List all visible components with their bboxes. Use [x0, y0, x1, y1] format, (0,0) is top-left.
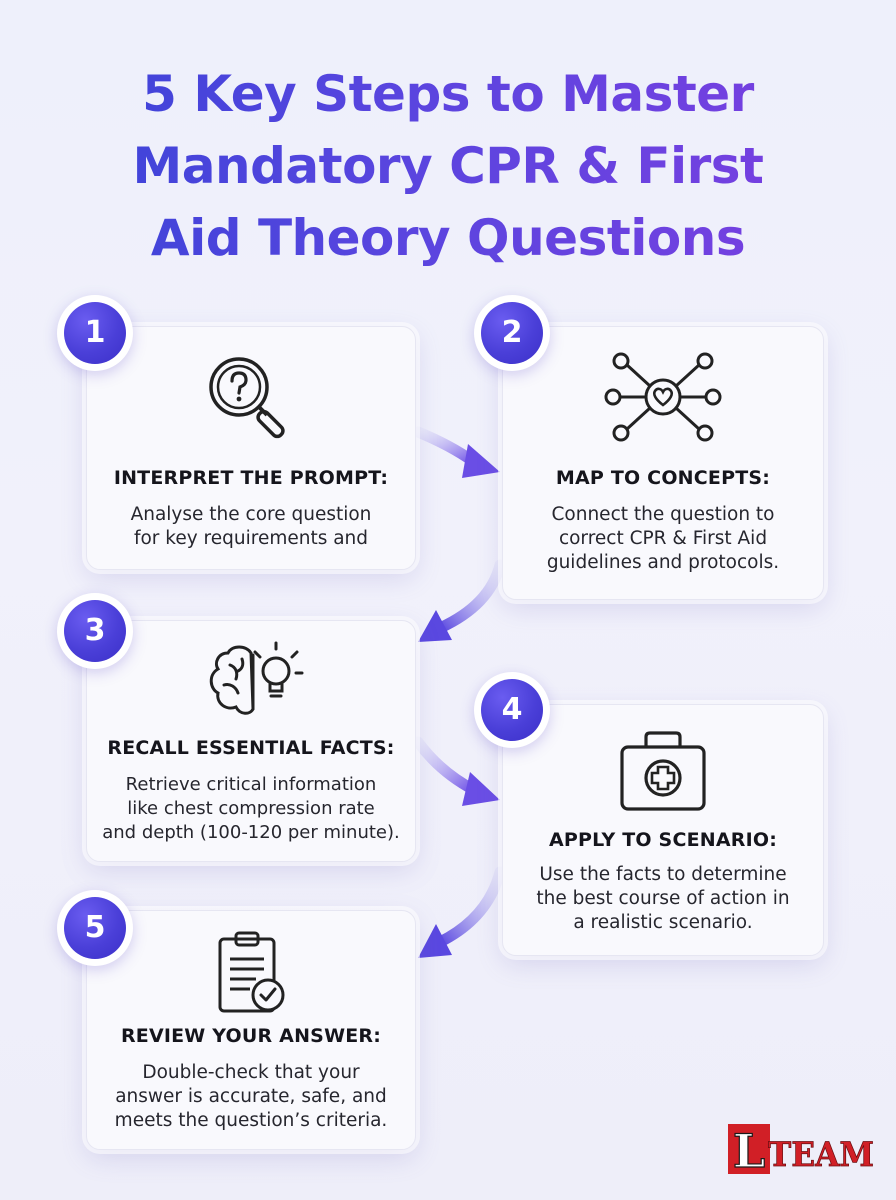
step-badge-3: 3 [57, 593, 133, 669]
step-number-5: 5 [64, 897, 126, 959]
step-4-line-2: the best course of action in [536, 888, 790, 909]
step-heading-3: RECALL ESSENTIAL FACTS: [107, 737, 395, 759]
step-4-line-1: Use the facts to determine [539, 864, 787, 885]
arrow-1-to-2 [412, 426, 500, 478]
step-text-3: Retrieve critical information like chest… [89, 773, 413, 845]
step-card-3: RECALL ESSENTIAL FACTS: Retrieve critica… [86, 620, 416, 862]
step-4-line-3: a realistic scenario. [573, 912, 753, 933]
step-badge-1: 1 [57, 295, 133, 371]
step-badge-2: 2 [474, 295, 550, 371]
step-text-2: Connect the question to correct CPR & Fi… [513, 503, 813, 575]
step-5-line-1: Double-check that your [142, 1062, 360, 1083]
step-card-2: MAP TO CONCEPTS: Connect the question to… [502, 326, 824, 600]
step-2-line-1: Connect the question to [551, 504, 775, 525]
step-text-5: Double-check that your answer is accurat… [97, 1061, 405, 1133]
step-heading-2: MAP TO CONCEPTS: [555, 467, 771, 489]
clipboard-check-icon [218, 931, 285, 1013]
step-number-3: 3 [64, 600, 126, 662]
step-text-1: Analyse the core question for key requir… [97, 503, 405, 551]
logo-rest: TEAM [768, 1135, 874, 1175]
step-heading-1: INTERPRET THE PROMPT: [113, 467, 389, 489]
step-card-5: REVIEW YOUR ANSWER: Double-check that yo… [86, 910, 416, 1150]
step-1-line-1: Analyse the core question [130, 504, 372, 525]
step-2-line-3: guidelines and protocols. [546, 552, 780, 573]
lteam-logo: L TEAM [728, 1124, 874, 1176]
step-number-2: 2 [481, 302, 543, 364]
step-2-line-2: correct CPR & First Aid [558, 528, 768, 549]
arrow-4-to-5 [418, 866, 506, 958]
arrow-2-to-3 [418, 559, 506, 642]
first-aid-kit-icon [620, 731, 706, 811]
step-heading-4: APPLY TO SCENARIO: [548, 829, 778, 851]
step-card-4: APPLY TO SCENARIO: Use the facts to dete… [502, 704, 824, 956]
question-magnifier-icon [209, 357, 285, 439]
logo-initial: L [733, 1124, 765, 1176]
step-text-4: Use the facts to determine the best cour… [513, 863, 813, 935]
step-3-line-2: like chest compression rate [127, 798, 375, 819]
step-number-1: 1 [64, 302, 126, 364]
step-3-line-1: Retrieve critical information [125, 774, 377, 795]
step-5-line-3: meets the question’s criteria. [114, 1110, 388, 1131]
step-1-line-2: for key requirements and [133, 528, 369, 549]
heart-network-icon [604, 352, 722, 442]
brain-lightbulb-icon [209, 641, 304, 715]
step-heading-5: REVIEW YOUR ANSWER: [120, 1025, 382, 1047]
step-5-line-2: answer is accurate, safe, and [115, 1086, 387, 1107]
step-badge-4: 4 [474, 672, 550, 748]
arrow-3-to-4 [412, 736, 500, 806]
step-3-line-3: and depth (100-120 per minute). [102, 822, 400, 843]
step-badge-5: 5 [57, 890, 133, 966]
step-number-4: 4 [481, 679, 543, 741]
step-card-1: INTERPRET THE PROMPT: Analyse the core q… [86, 326, 416, 570]
